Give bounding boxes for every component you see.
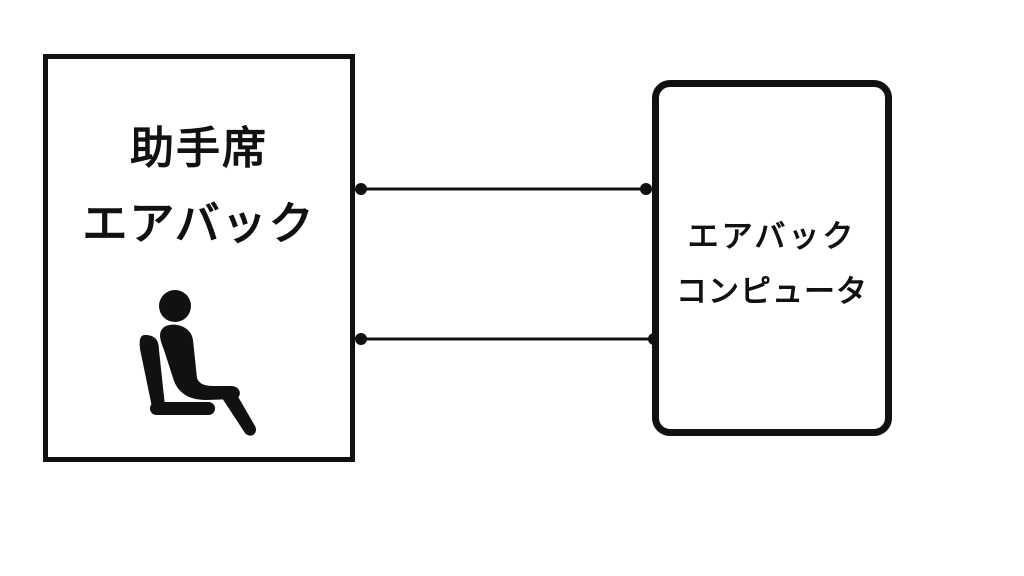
passenger-leg <box>213 388 256 436</box>
passenger-airbag-box: 助手席 エアバック <box>43 54 355 462</box>
computer-label: コンピュータ <box>676 274 868 310</box>
seated-passenger-icon <box>139 290 256 436</box>
upper-wire-right-terminal <box>640 183 652 195</box>
airbag-computer-box: エアバック コンピュータ <box>652 80 892 436</box>
airbag-label: エアバック <box>687 219 857 255</box>
lower-wire-left-terminal <box>355 333 367 345</box>
passenger-head <box>159 290 191 322</box>
seat-back <box>139 335 165 412</box>
passenger-torso <box>160 324 240 400</box>
airbag-label: エアバック <box>82 197 316 250</box>
passenger-seat-label: 助手席 <box>130 123 268 174</box>
seat-cushion <box>150 402 215 415</box>
upper-wire-left-terminal <box>355 183 367 195</box>
